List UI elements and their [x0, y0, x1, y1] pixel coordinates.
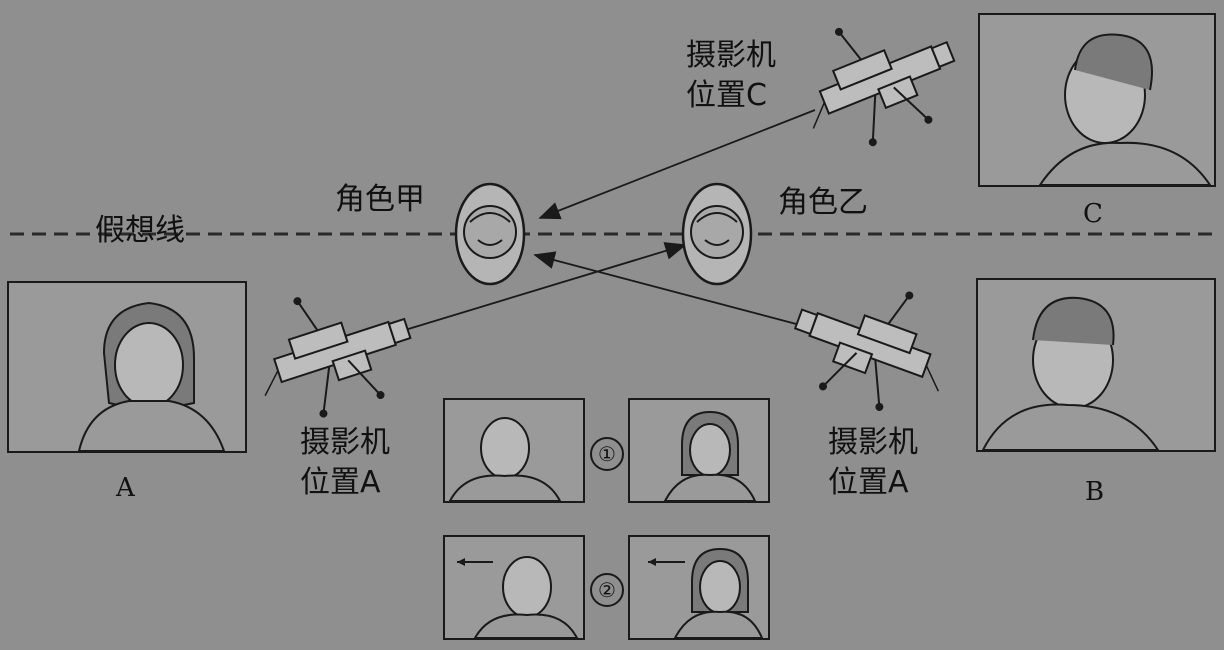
- camera-c-icon: [780, 0, 974, 166]
- sequence-2-marker: ②: [590, 573, 624, 607]
- camera-a-left-label-line1: 摄影机: [300, 425, 390, 460]
- camera-a-left-icon: [238, 266, 427, 434]
- sequence-2-frame-man: [443, 535, 585, 640]
- imaginary-line-label: 假想线: [95, 213, 185, 248]
- frame-a-portrait: [7, 281, 247, 453]
- sequence-1-marker: ①: [590, 437, 624, 471]
- man-portrait-icon: [1038, 33, 1212, 185]
- character-yi-head: [681, 182, 753, 286]
- camera-a-right-label: 摄影机 位置A: [828, 423, 918, 503]
- woman-portrait-icon: [648, 547, 764, 638]
- man-portrait-icon: [448, 417, 562, 501]
- camera-c-label-line1: 摄影机: [686, 38, 776, 73]
- camera-a-right-label-line1: 摄影机: [828, 425, 918, 460]
- camera-c-label-line2: 位置C: [686, 78, 767, 113]
- frame-c-label: C: [1083, 199, 1103, 229]
- frame-c-portrait: [978, 13, 1216, 187]
- frame-a-label: A: [116, 473, 135, 503]
- camera-a-right-icon: [777, 257, 969, 429]
- character-jia-head: [454, 182, 526, 286]
- frame-b-portrait: [976, 278, 1216, 452]
- camera-a-left-label: 摄影机 位置A: [300, 423, 390, 503]
- frame-b-label: B: [1085, 477, 1105, 507]
- sequence-2-frame-woman: [628, 535, 770, 640]
- woman-portrait-icon: [663, 410, 757, 501]
- camera-a-left-label-line2: 位置A: [300, 465, 381, 500]
- arrow-camera-a-right-to-jia: [533, 251, 801, 326]
- man-portrait-icon: [981, 296, 1160, 450]
- woman-portrait-icon: [77, 301, 226, 451]
- camera-c-label: 摄影机 位置C: [686, 36, 776, 116]
- character-yi-label: 角色乙: [778, 185, 868, 220]
- arrow-camera-a-left-to-yi: [404, 242, 687, 331]
- sequence-1-frame-man: [443, 398, 585, 503]
- man-portrait-icon: [457, 556, 579, 638]
- arrow-camera-c-to-jia: [538, 109, 816, 220]
- camera-a-right-label-line2: 位置A: [828, 465, 909, 500]
- sequence-1-frame-woman: [628, 398, 770, 503]
- character-jia-label: 角色甲: [335, 182, 425, 217]
